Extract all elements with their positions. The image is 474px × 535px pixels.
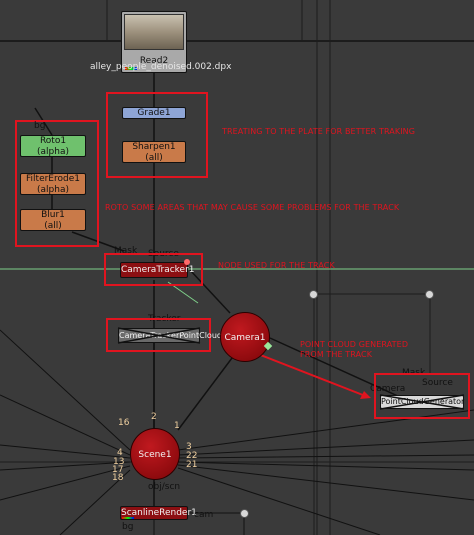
pin-number-16: 16: [118, 418, 130, 428]
pin-number-13: 13: [113, 457, 125, 467]
blur1-label: Blur1: [41, 210, 65, 220]
note-pointcloud-line1: POINT CLOUD GENERATED: [300, 340, 409, 349]
blur1-sub: (all): [44, 221, 62, 231]
pin-mask: Mask: [114, 246, 138, 256]
wire-dot-2[interactable]: [425, 290, 434, 299]
scene1-node[interactable]: Scene1: [130, 428, 180, 480]
cameratracker1-node[interactable]: CameraTracker1: [120, 262, 195, 278]
pin-number-22: 22: [186, 451, 198, 461]
scene1-label: Scene1: [138, 450, 172, 460]
read2-thumbnail: [124, 14, 184, 50]
pin-number-21: 21: [186, 460, 198, 470]
sharpen1-label: Sharpen1: [132, 142, 176, 152]
note-roto: ROTO SOME AREAS THAT MAY CAUSE SOME PROB…: [105, 203, 400, 212]
pin-source2: Source: [422, 378, 453, 388]
sharpen1-sub: (all): [145, 153, 163, 163]
filtererode1-label: FilterErode1: [26, 174, 80, 184]
read2-filename: alley_people_denoised.002.dpx: [90, 62, 232, 72]
pin-bg2: bg: [122, 522, 134, 532]
pin-cam: cam: [194, 510, 214, 520]
scanline-color-swatch: [122, 517, 134, 519]
read2-color-swatch: [125, 67, 137, 70]
pointcloud1-label: CameraTrackerPointCloud1: [119, 331, 228, 340]
wire-dot-1[interactable]: [309, 290, 318, 299]
annotation-box-tracker: [104, 253, 203, 286]
roto1-node[interactable]: Roto1 (alpha): [20, 135, 86, 157]
pin-bg: bg: [34, 121, 46, 131]
roto1-sub: (alpha): [37, 147, 69, 157]
pointcloudgen-disabled-cross-icon: [379, 394, 465, 410]
roto1-label: Roto1: [39, 136, 67, 146]
grade1-label: Grade1: [137, 108, 171, 118]
note-treating: TREATING TO THE PLATE FOR BETTER TRAKING: [222, 127, 416, 136]
blur1-node[interactable]: Blur1 (all): [20, 209, 86, 231]
pin-objscn: obj/scn: [148, 482, 181, 492]
read2-title: Read2: [139, 56, 169, 66]
camera1-node[interactable]: Camera1: [220, 312, 270, 362]
scanlinerender1-label: ScanlineRender1: [121, 508, 197, 518]
pointcloud1-disabled-cross-icon: [117, 327, 201, 344]
camera1-label: Camera1: [224, 333, 266, 343]
filtererode1-sub: (alpha): [37, 185, 69, 195]
pin-number-17: 17: [112, 465, 124, 475]
pin-number-4: 4: [117, 448, 123, 458]
annotation-box-treating: [106, 92, 208, 178]
pin-camera: Camera: [370, 384, 406, 394]
pin-number-1: 1: [174, 421, 180, 431]
pin-number-3: 3: [186, 442, 192, 452]
sharpen1-node[interactable]: Sharpen1 (all): [122, 141, 186, 163]
note-node-used: NODE USED FOR THE TRACK: [218, 261, 335, 270]
grade1-node[interactable]: Grade1: [122, 107, 186, 119]
annotation-box-roto: [15, 120, 99, 247]
filtererode1-node[interactable]: FilterErode1 (alpha): [20, 173, 86, 195]
note-pointcloud-line2: FROM THE TRACK: [300, 350, 373, 359]
tracker-warning-icon: [184, 259, 190, 265]
wire-dot-3[interactable]: [240, 509, 249, 518]
pin-number-18: 18: [112, 473, 124, 483]
annotation-box-pointcloudgen: [374, 373, 470, 419]
pin-number-2: 2: [151, 412, 157, 422]
cameratracker1-label: CameraTracker1: [121, 265, 195, 275]
annotation-box-pointcloud1: [106, 318, 211, 352]
read2-node[interactable]: Read2: [121, 11, 187, 73]
scanlinerender1-node[interactable]: ScanlineRender1: [120, 506, 197, 520]
